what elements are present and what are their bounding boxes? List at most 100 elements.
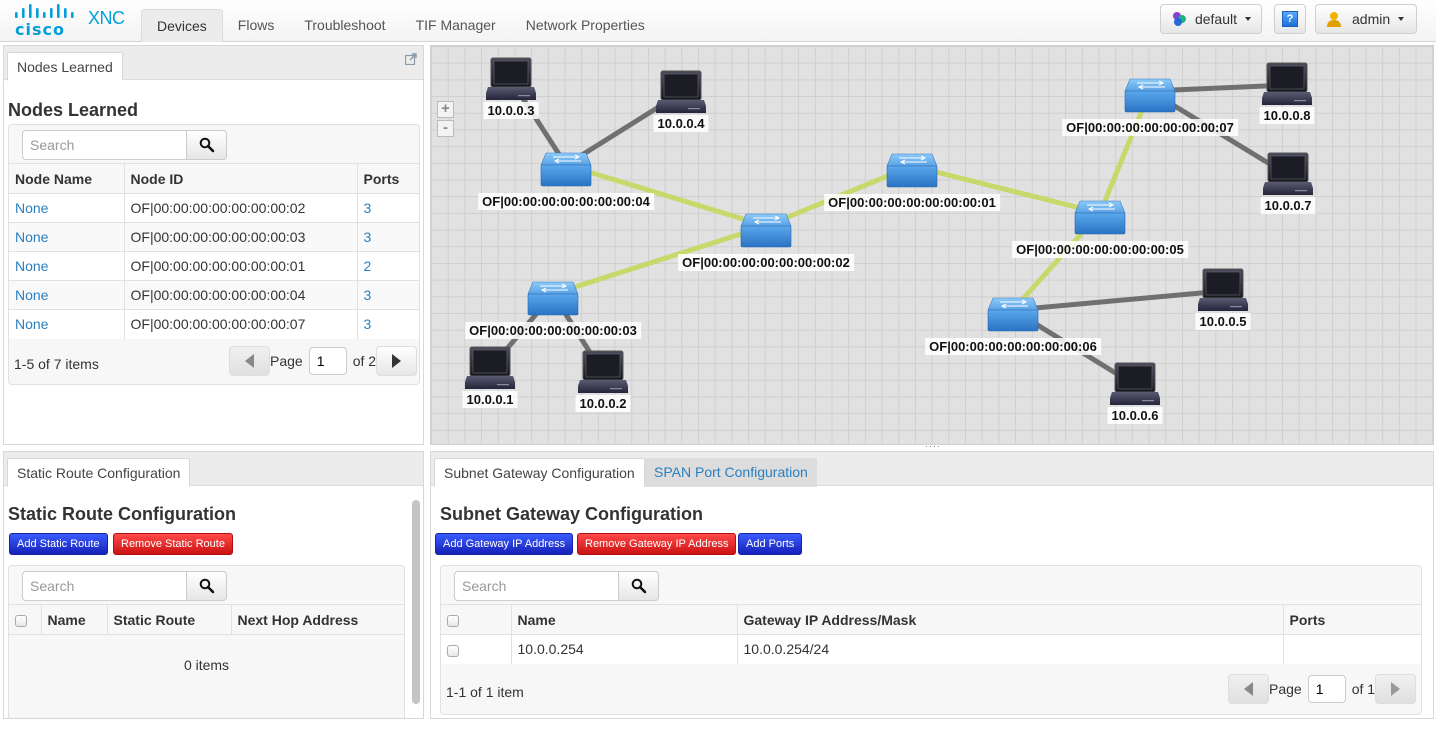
switch-label: OF|00:00:00:00:00:00:00:07 xyxy=(1062,119,1238,136)
row-checkbox[interactable] xyxy=(447,644,459,657)
tab-static-route[interactable]: Static Route Configuration xyxy=(7,458,191,487)
node-ports-link[interactable]: 3 xyxy=(363,287,372,303)
gateway-ports xyxy=(1282,634,1421,664)
nodes-search-input[interactable] xyxy=(22,130,186,160)
host-computer-icon[interactable] xyxy=(486,57,536,100)
col-node-id[interactable]: Node ID xyxy=(123,163,357,194)
main-nav: Devices Flows Troubleshoot TIF Manager N… xyxy=(141,9,660,42)
switch-link-s2-s3[interactable] xyxy=(550,223,769,297)
node-name-link[interactable]: None xyxy=(15,258,49,274)
switch-icon[interactable] xyxy=(540,152,592,187)
node-name-link[interactable]: None xyxy=(15,229,49,245)
add-static-route-button[interactable]: Add Static Route xyxy=(9,533,108,555)
node-name-link[interactable]: None xyxy=(15,287,49,303)
select-all-checkbox[interactable] xyxy=(447,614,459,627)
remove-gateway-ip-button[interactable]: Remove Gateway IP Address xyxy=(577,533,737,555)
tab-span-port[interactable]: SPAN Port Configuration xyxy=(645,458,817,487)
switch-link-s1-s5[interactable] xyxy=(909,163,1103,216)
empty-text: 0 items xyxy=(9,634,404,696)
col-next-hop[interactable]: Next Hop Address xyxy=(230,604,404,635)
col-name[interactable]: Name xyxy=(40,604,107,635)
nodes-search xyxy=(22,130,227,160)
host-computer-icon[interactable] xyxy=(656,70,706,113)
prev-page-button[interactable] xyxy=(229,346,270,376)
next-page-button[interactable] xyxy=(1375,674,1417,704)
switch-icon[interactable] xyxy=(1074,200,1126,235)
node-ports-link[interactable]: 3 xyxy=(363,200,372,216)
nodes-search-button[interactable] xyxy=(186,130,227,160)
switch-label: OF|00:00:00:00:00:00:00:06 xyxy=(925,338,1101,355)
help-button[interactable]: ? xyxy=(1274,4,1306,34)
table-row[interactable]: None OF|00:00:00:00:00:00:00:02 3 xyxy=(9,193,419,223)
switch-link-s4-s2[interactable] xyxy=(563,162,769,229)
popout-icon[interactable] xyxy=(405,53,417,65)
nav-tab-flows[interactable]: Flows xyxy=(237,17,275,33)
switch-icon[interactable] xyxy=(886,153,938,188)
col-name[interactable]: Name xyxy=(510,604,737,635)
host-label: 10.0.0.7 xyxy=(1260,197,1316,214)
tab-nodes-learned[interactable]: Nodes Learned xyxy=(7,52,123,81)
col-ports[interactable]: Ports xyxy=(356,163,419,194)
table-row[interactable]: None OF|00:00:00:00:00:00:00:04 3 xyxy=(9,280,419,310)
nav-tab-troubleshoot[interactable]: Troubleshoot xyxy=(304,17,386,33)
user-dropdown[interactable]: admin xyxy=(1315,4,1417,34)
node-name-link[interactable]: None xyxy=(15,316,49,333)
host-link-s6-h5[interactable] xyxy=(1010,288,1226,313)
subnet-search-input[interactable] xyxy=(454,571,618,601)
zoom-out-button[interactable]: - xyxy=(437,120,454,137)
table-row[interactable]: None OF|00:00:00:00:00:00:00:01 2 xyxy=(9,251,419,281)
container-dropdown[interactable]: default xyxy=(1160,4,1262,34)
prev-page-button[interactable] xyxy=(1228,674,1269,704)
subnet-search-button[interactable] xyxy=(618,571,659,601)
switch-icon[interactable] xyxy=(987,297,1039,332)
remove-static-route-button[interactable]: Remove Static Route xyxy=(113,533,233,555)
zoom-in-button[interactable]: + xyxy=(437,101,454,118)
add-ports-button[interactable]: Add Ports xyxy=(738,533,803,555)
nav-tab-tif-manager[interactable]: TIF Manager xyxy=(415,17,496,33)
next-page-button[interactable] xyxy=(376,346,418,376)
col-gateway-ip[interactable]: Gateway IP Address/Mask xyxy=(736,604,1283,635)
node-ports-link[interactable]: 2 xyxy=(363,258,372,274)
empty-row: 0 items xyxy=(9,634,404,696)
help-icon: ? xyxy=(1282,11,1298,27)
select-all-checkbox[interactable] xyxy=(15,614,27,627)
static-route-search-button[interactable] xyxy=(186,571,227,601)
host-computer-icon[interactable] xyxy=(1198,268,1248,311)
nav-tab-devices[interactable]: Devices xyxy=(141,9,223,42)
static-route-scrollbar[interactable] xyxy=(412,500,420,704)
host-computer-icon[interactable] xyxy=(578,350,628,393)
host-computer-icon[interactable] xyxy=(1110,362,1160,405)
node-ports-link[interactable]: 3 xyxy=(363,316,372,333)
table-row[interactable]: None OF|00:00:00:00:00:00:00:07 3 xyxy=(9,309,419,339)
nav-tab-network-properties[interactable]: Network Properties xyxy=(525,17,645,33)
node-name-link[interactable]: None xyxy=(15,200,49,216)
gateway-ip: 10.0.0.254/24 xyxy=(736,634,1283,664)
page-of: of 2 xyxy=(352,353,377,369)
subnet-gateway-panel: Subnet Gateway Configuration SPAN Port C… xyxy=(430,451,1434,719)
node-id: OF|00:00:00:00:00:00:00:04 xyxy=(123,280,357,310)
col-ports[interactable]: Ports xyxy=(1282,604,1421,635)
page-input[interactable] xyxy=(1307,675,1346,703)
splitter-handle[interactable]: ···· xyxy=(925,441,941,451)
add-gateway-ip-button[interactable]: Add Gateway IP Address xyxy=(435,533,574,555)
switch-label: OF|00:00:00:00:00:00:00:01 xyxy=(824,194,1000,211)
cisco-logo[interactable]: cisco XNC xyxy=(10,2,135,40)
host-label: 10.0.0.8 xyxy=(1259,107,1315,124)
node-ports-link[interactable]: 3 xyxy=(363,229,372,245)
tab-subnet-gateway[interactable]: Subnet Gateway Configuration xyxy=(434,458,645,487)
table-row[interactable]: None OF|00:00:00:00:00:00:00:03 3 xyxy=(9,222,419,252)
col-static-route[interactable]: Static Route xyxy=(106,604,231,635)
static-route-search-input[interactable] xyxy=(22,571,186,601)
page-input[interactable] xyxy=(308,347,347,375)
host-computer-icon[interactable] xyxy=(465,346,515,389)
switch-icon[interactable] xyxy=(1124,78,1176,113)
topology-canvas[interactable] xyxy=(431,46,1434,445)
table-row[interactable]: 10.0.0.254 10.0.0.254/24 xyxy=(441,634,1421,664)
page-label: Page xyxy=(270,353,303,369)
col-node-name[interactable]: Node Name xyxy=(9,163,124,194)
switch-icon[interactable] xyxy=(527,281,579,316)
host-computer-icon[interactable] xyxy=(1262,62,1312,105)
host-computer-icon[interactable] xyxy=(1263,152,1313,195)
switch-icon[interactable] xyxy=(740,213,792,248)
